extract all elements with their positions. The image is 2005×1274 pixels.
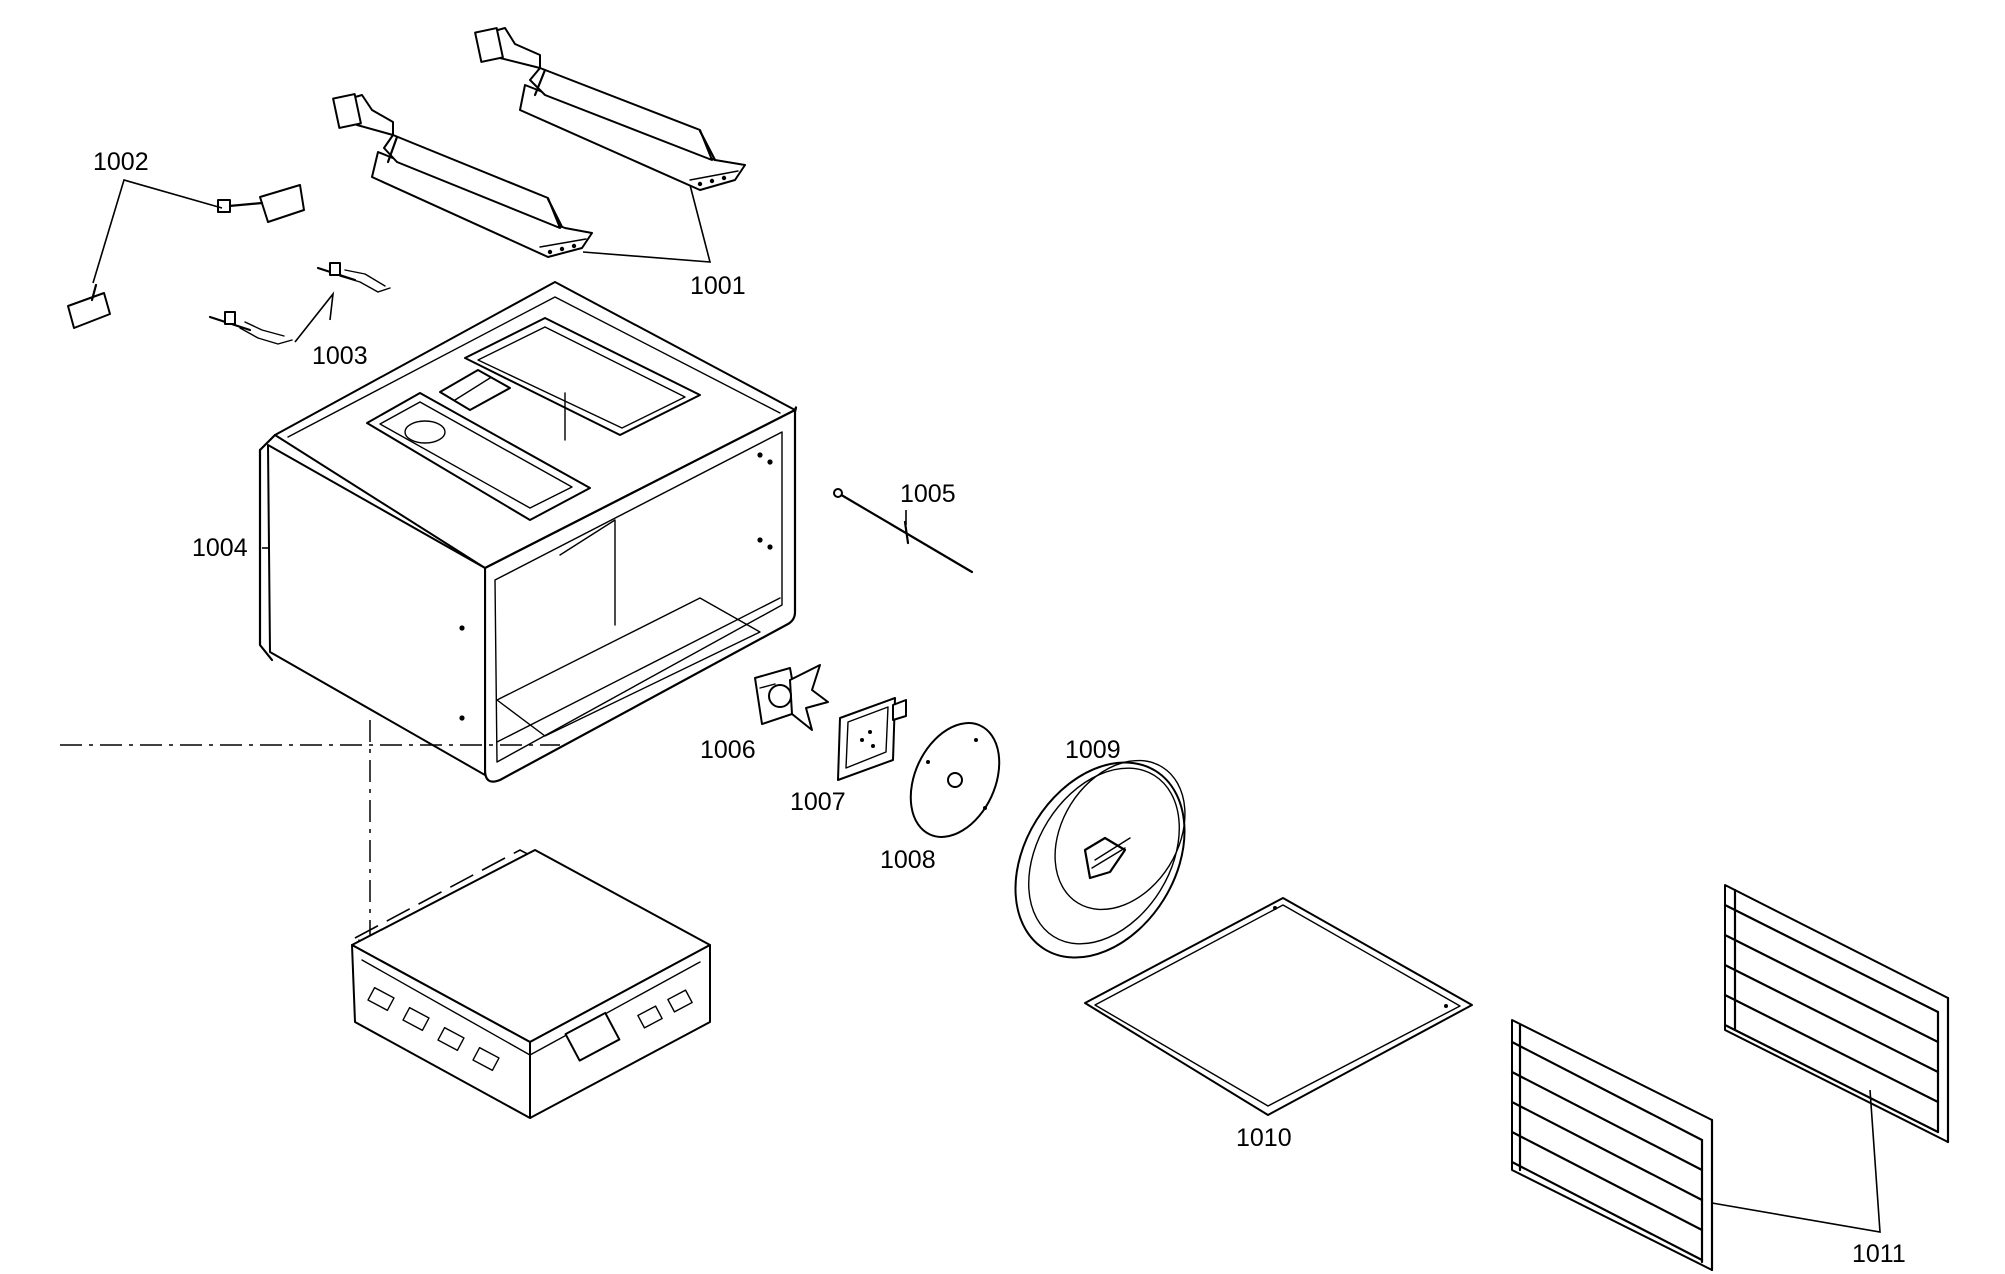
part-1010-tray [1084,897,1473,1116]
label-1008: 1008 [880,846,936,874]
leader-1001 [582,184,712,263]
leader-1011 [1711,1089,1881,1233]
part-1011-rack-right [1723,884,1950,1144]
leader-1002 [92,179,223,284]
part-1002-bracket-lower [67,283,111,329]
part-1004-oven-cavity [258,281,798,783]
label-1005: 1005 [900,480,956,508]
label-1002: 1002 [93,148,149,176]
label-1003: 1003 [312,342,368,370]
part-1003-sensor-upper [316,262,391,293]
bottom-base-box [351,849,711,1119]
leader-1003 [294,291,335,343]
part-1007-plate [837,697,907,781]
label-1001: 1001 [690,272,746,300]
label-1009: 1009 [1065,736,1121,764]
label-1006: 1006 [700,736,756,764]
part-1008-disc [909,722,1001,838]
part-1009-fan-cover [1014,759,1186,959]
part-1001-upper-housing [474,27,746,191]
label-1007: 1007 [790,788,846,816]
part-1002-bracket-upper [216,184,305,223]
label-1004: 1004 [192,534,248,562]
part-1005-rod [833,488,974,574]
part-1011-rack-left [1510,1019,1714,1272]
part-1003-sensor-lower [208,311,293,345]
label-1010: 1010 [1236,1124,1292,1152]
part-1001-lower-housing [332,93,593,258]
label-1011: 1011 [1852,1240,1906,1268]
part-1006-fan-motor [754,664,829,731]
